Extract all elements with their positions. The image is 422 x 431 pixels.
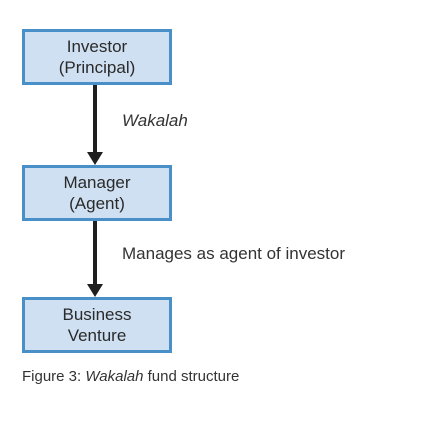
arrow-investor-to-manager-shaft <box>93 85 97 153</box>
edge-label-manages: Manages as agent of investor <box>122 244 346 263</box>
investor-box: Investor (Principal) <box>22 29 172 85</box>
arrow-manager-to-venture-shaft <box>93 221 97 285</box>
edge-label-wakalah: Wakalah <box>122 111 188 130</box>
caption-italic: Wakalah <box>85 368 144 385</box>
business-venture-box-line1: Business <box>62 305 132 324</box>
manager-box: Manager (Agent) <box>22 165 172 221</box>
investor-box-line2: (Principal) <box>58 58 136 77</box>
investor-box-line1: Investor <box>66 37 128 56</box>
caption-suffix: fund structure <box>143 368 240 385</box>
arrow-manager-to-venture-head <box>87 284 103 297</box>
business-venture-box: Business Venture <box>22 297 172 353</box>
figure-caption: Figure 3: Wakalah fund structure <box>22 368 239 385</box>
manager-box-line1: Manager <box>63 173 131 192</box>
arrow-investor-to-manager-head <box>87 152 103 165</box>
manager-box-line2: (Agent) <box>69 194 125 213</box>
business-venture-box-line2: Venture <box>67 326 127 345</box>
caption-prefix: Figure 3: <box>22 368 86 385</box>
